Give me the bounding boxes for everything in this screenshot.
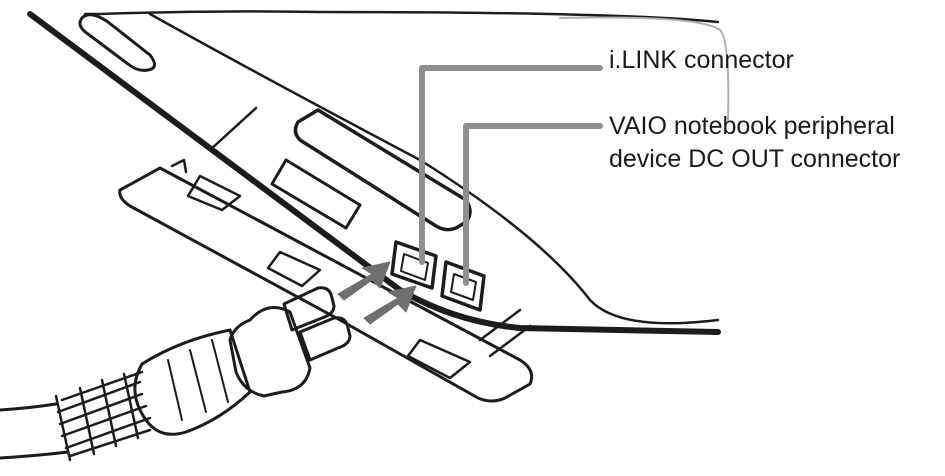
ilink-port-housing [390, 240, 438, 290]
power-cable [0, 402, 70, 460]
notebook-right-edge [559, 16, 730, 121]
flap-latch-right [406, 338, 472, 380]
notebook-inner-contour [148, 12, 720, 325]
plug-head [228, 306, 312, 398]
flap-strap [208, 106, 532, 358]
plug-prong-upper [282, 286, 336, 332]
flap-latch-mid [266, 250, 322, 288]
dcout-leader-line [463, 123, 603, 286]
port-cover-flap [118, 166, 534, 403]
insert-arrow-lower [363, 285, 417, 325]
plug-grip-lines [167, 339, 229, 421]
insert-arrow-upper [337, 261, 391, 301]
flap-hinge-left [170, 158, 242, 212]
plug-body [133, 328, 252, 436]
notebook-top-contour [83, 10, 720, 24]
dc-out-connector-label-line2: device DC OUT connector [609, 145, 901, 173]
ilink-leader-line [419, 65, 603, 265]
inner-slot [270, 158, 362, 230]
dcout-port-housing [440, 260, 486, 312]
ilink-connector-label: i.LINK connector [609, 46, 794, 74]
dc-out-connector-label-line1: VAIO notebook peripheral [609, 112, 895, 140]
long-slot [293, 108, 472, 232]
strain-relief [54, 370, 152, 462]
plug-prong-lower [298, 316, 352, 362]
top-slot [78, 13, 156, 72]
